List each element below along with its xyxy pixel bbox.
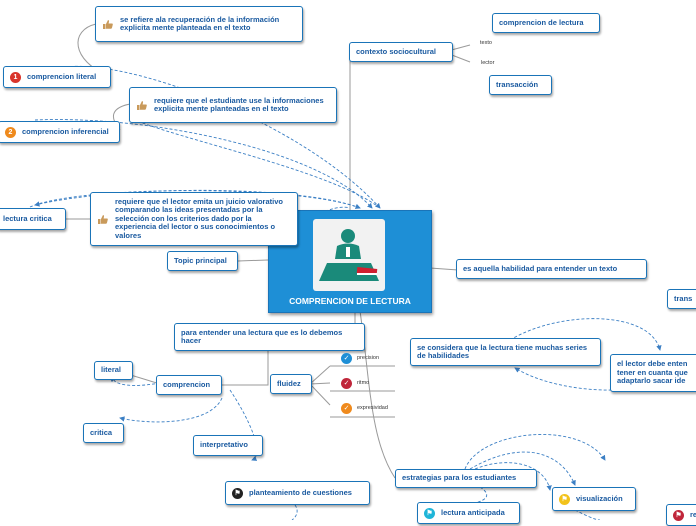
transac-right-node[interactable]: trans xyxy=(667,289,696,309)
estrategias-node[interactable]: estrategias para los estudiantes xyxy=(395,469,537,488)
comprencion-literal-node[interactable]: 1 comprencion literal xyxy=(3,66,111,88)
transaccion-node[interactable]: transacción xyxy=(489,75,552,95)
node-text: es aquella habilidad para entender un te… xyxy=(463,263,618,273)
node-text: requiere que el lector emita un juicio v… xyxy=(115,196,283,240)
texto-label: texto xyxy=(480,40,492,46)
number-2-icon: 2 xyxy=(5,126,16,138)
flag-icon: ⚑ xyxy=(424,507,435,519)
critica-node[interactable]: critica xyxy=(83,423,124,443)
check-icon: ✓ xyxy=(341,403,352,414)
node-text: comprencion xyxy=(163,379,211,389)
visualizacion-node[interactable]: ⚑ visualización xyxy=(552,487,636,511)
check-icon: ✓ xyxy=(341,353,352,364)
node-text: interpretativo xyxy=(200,440,248,450)
precision-label: precision xyxy=(357,355,380,361)
ritmo-label: ritmo xyxy=(357,380,370,386)
node-text: estrategias para los estudiantes xyxy=(402,473,517,483)
node-text: contexto sociocultural xyxy=(356,46,437,56)
node-text: transacción xyxy=(496,79,539,89)
thumbs-up-icon xyxy=(103,20,113,29)
node-text: comprencion de lectura xyxy=(499,17,584,27)
node-text: el lector debe enten tener en cuanta que… xyxy=(617,359,688,386)
node-text: trans xyxy=(674,293,693,303)
comprencion-node[interactable]: comprencion xyxy=(156,375,222,395)
node-text: critica xyxy=(90,427,113,437)
inferencial-description-node[interactable]: requiere que el estudiante use la inform… xyxy=(129,87,337,123)
comprencion-de-lectura-node[interactable]: comprencion de lectura xyxy=(492,13,600,33)
flag-icon: ⚑ xyxy=(673,509,684,521)
para-entender-node[interactable]: para entender una lectura que es lo debe… xyxy=(174,323,365,351)
lector-debe-node[interactable]: el lector debe enten tener en cuanta que… xyxy=(610,354,696,392)
node-text: Topic principal xyxy=(174,255,227,265)
reader-at-desk-icon xyxy=(313,219,385,291)
central-title: COMPRENCION DE LECTURA xyxy=(289,296,411,306)
node-text: lectura critica xyxy=(3,213,52,223)
node-text: se refiere ala recuperación de la inform… xyxy=(120,14,280,32)
interpretativo-node[interactable]: interpretativo xyxy=(193,435,263,456)
flag-icon: ⚑ xyxy=(559,493,570,505)
literal-description-node[interactable]: se refiere ala recuperación de la inform… xyxy=(95,6,303,42)
node-text: planteamiento de cuestiones xyxy=(249,487,352,497)
literal-node[interactable]: literal xyxy=(94,361,133,380)
node-text: literal xyxy=(101,365,122,375)
thumbs-up-icon xyxy=(98,215,108,224)
node-text: fluidez xyxy=(277,378,301,388)
node-text: lectura anticipada xyxy=(441,507,505,517)
number-1-icon: 1 xyxy=(10,71,21,83)
flag-icon: ⚑ xyxy=(232,487,243,499)
node-text: comprencion literal xyxy=(27,71,97,81)
expresividad-label: expresividad xyxy=(357,405,388,411)
contexto-sociocultural-node[interactable]: contexto sociocultural xyxy=(349,42,453,62)
lectura-critica-node[interactable]: lectura critica xyxy=(0,208,66,230)
node-text: re xyxy=(690,509,696,519)
planteamiento-node[interactable]: ⚑ planteamiento de cuestiones xyxy=(225,481,370,505)
node-text: se considera que la lectura tiene muchas… xyxy=(417,342,588,360)
habilidad-node[interactable]: es aquella habilidad para entender un te… xyxy=(456,259,647,279)
lectura-anticipada-node[interactable]: ⚑ lectura anticipada xyxy=(417,502,520,524)
central-topic[interactable]: COMPRENCION DE LECTURA xyxy=(268,210,432,313)
critica-description-node[interactable]: requiere que el lector emita un juicio v… xyxy=(90,192,298,246)
comprencion-inferencial-node[interactable]: 2 comprencion inferencial xyxy=(0,121,120,143)
fluidez-node[interactable]: fluidez xyxy=(270,374,312,394)
considera-habilidades-node[interactable]: se considera que la lectura tiene muchas… xyxy=(410,338,601,366)
lector-label: lector xyxy=(481,60,495,66)
node-text: requiere que el estudiante use la inform… xyxy=(154,95,324,113)
node-text: para entender una lectura que es lo debe… xyxy=(181,327,343,345)
node-text: comprencion inferencial xyxy=(22,126,109,136)
topic-principal-node[interactable]: Topic principal xyxy=(167,251,238,271)
check-icon: ✓ xyxy=(341,378,352,389)
node-text: visualización xyxy=(576,493,623,503)
re-node[interactable]: ⚑ re xyxy=(666,504,696,526)
thumbs-up-icon xyxy=(137,101,147,110)
